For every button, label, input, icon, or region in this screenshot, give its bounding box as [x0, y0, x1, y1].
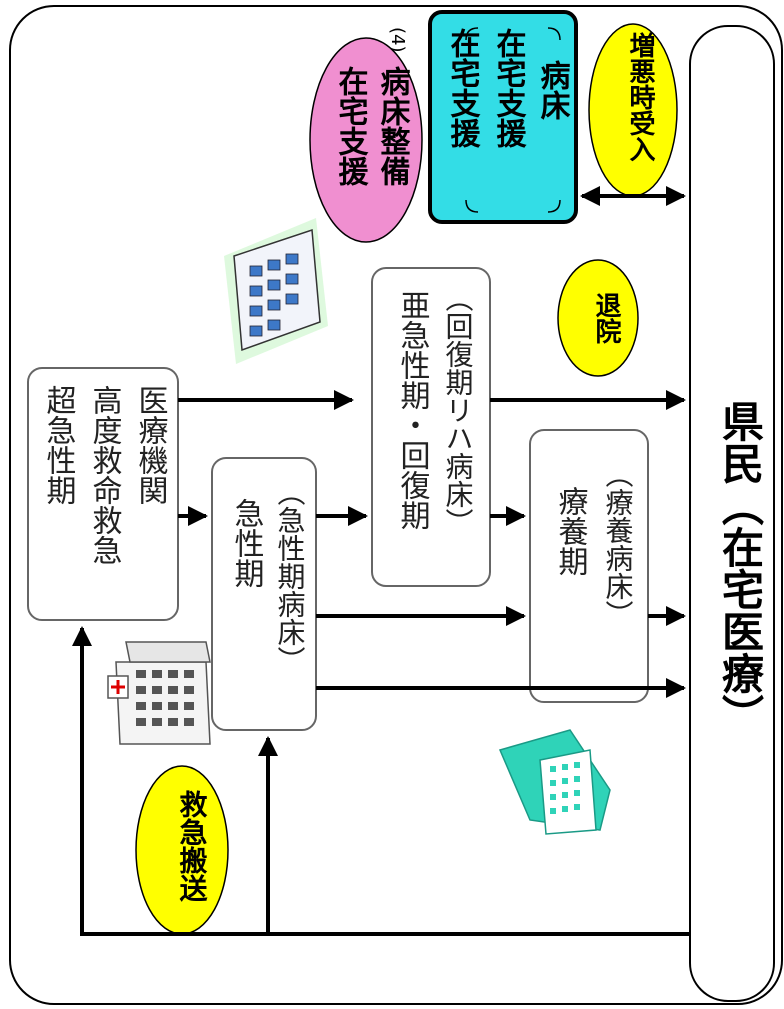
outer-frame	[9, 5, 783, 1005]
hyperacute-title: 超急性期	[41, 385, 77, 505]
home-support-line3: 病床	[535, 60, 571, 120]
resident-box	[689, 25, 775, 1002]
hyperacute-sub1: 高度救命救急	[87, 385, 122, 565]
marker-label: (4)	[387, 27, 408, 53]
discharge-oval	[557, 259, 639, 377]
subacute-title: 亜急性期・回復期	[395, 290, 431, 530]
home-care-building-icon	[498, 729, 611, 835]
clinic-building-icon	[224, 218, 328, 364]
home-support-line1: 在宅支援	[445, 28, 481, 148]
subacute-sub: （回復期リハ病床）	[442, 284, 475, 536]
bracket-open	[465, 27, 479, 213]
home-support-box	[428, 10, 578, 224]
home-support-beds-line2: 病床整備	[375, 66, 411, 186]
worsening-label: 増悪時受入	[625, 32, 655, 162]
bracket-close	[547, 27, 561, 213]
home-support-beds-line1: 在宅支援	[333, 66, 369, 186]
hyperacute-sub2: 医療機関	[133, 385, 169, 505]
home-support-beds-oval	[309, 37, 423, 243]
hospital-building-icon	[107, 641, 211, 745]
recuperation-sub: （療養病床）	[602, 460, 635, 628]
hyperacute-box	[27, 367, 179, 621]
resident-label: 県民（在宅医療）	[716, 400, 765, 736]
emergency-transport-label: 救急搬送	[176, 790, 209, 903]
discharge-label: 退院	[591, 292, 621, 344]
home-support-line2: 在宅支援	[491, 28, 527, 148]
recuperation-title: 療養期	[553, 486, 589, 576]
acute-sub: （急性期病床）	[274, 478, 307, 674]
flow-arrows	[72, 186, 690, 936]
subacute-box	[371, 267, 491, 587]
acute-title: 急性期	[229, 498, 265, 588]
recuperation-box	[529, 429, 649, 703]
acute-box	[211, 457, 317, 731]
